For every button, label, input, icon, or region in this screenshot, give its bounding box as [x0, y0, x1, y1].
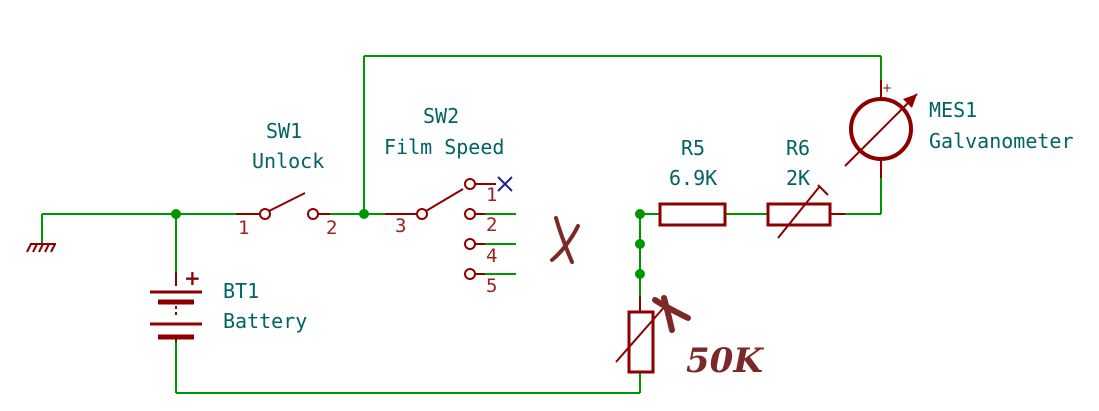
sw2-pos-4: 4 [486, 245, 497, 267]
sw2-value: Film Speed [384, 135, 504, 159]
variable-resistor-r6[interactable]: R6 2K [766, 136, 845, 239]
bt1-value: Battery [223, 309, 307, 333]
r6-value: 2K [786, 166, 810, 190]
sw1-pin2: 2 [326, 217, 337, 239]
battery-bt1[interactable]: + BT1 Battery [150, 266, 307, 342]
junction-dot [359, 209, 369, 219]
junctions [171, 209, 645, 279]
junction-dot [635, 239, 645, 249]
mes1-polarity: + [882, 81, 892, 95]
mes1-ref: MES1 [929, 98, 977, 122]
mes1-value: Galvanometer [929, 129, 1074, 153]
pot-handwritten-value: 50K [686, 341, 764, 381]
sw2-pos-2: 2 [486, 214, 497, 236]
switch-sw1[interactable]: SW1 Unlock 1 2 [236, 119, 337, 239]
galvanometer-mes1[interactable]: + MES1 Galvanometer [844, 80, 1074, 178]
r5-value: 6.9K [669, 166, 717, 190]
r6-ref: R6 [786, 136, 810, 160]
sw1-pin1: 1 [238, 217, 249, 239]
bt1-ref: BT1 [223, 279, 259, 303]
sw2-pos-1: 1 [486, 184, 497, 206]
sw2-ref: SW2 [423, 104, 459, 128]
sw1-ref: SW1 [266, 119, 302, 143]
wires [41, 55, 882, 394]
junction-dot [635, 209, 645, 219]
junction-dot [635, 269, 645, 279]
sw2-common-pin: 3 [395, 215, 406, 237]
potentiometer[interactable] [615, 295, 691, 374]
ground-icon[interactable] [26, 243, 56, 253]
junction-dot [171, 209, 181, 219]
sw1-value: Unlock [252, 149, 324, 173]
sw2-pos-5: 5 [486, 275, 497, 297]
bt1-polarity: + [184, 266, 201, 290]
resistor-r5[interactable]: R5 6.9K [658, 136, 727, 227]
r5-ref: R5 [681, 136, 705, 160]
no-connect-icon[interactable] [497, 176, 513, 192]
switch-sw2[interactable]: SW2 Film Speed 3 1 2 4 5 [384, 104, 504, 297]
handwritten-x-mark [550, 216, 580, 264]
